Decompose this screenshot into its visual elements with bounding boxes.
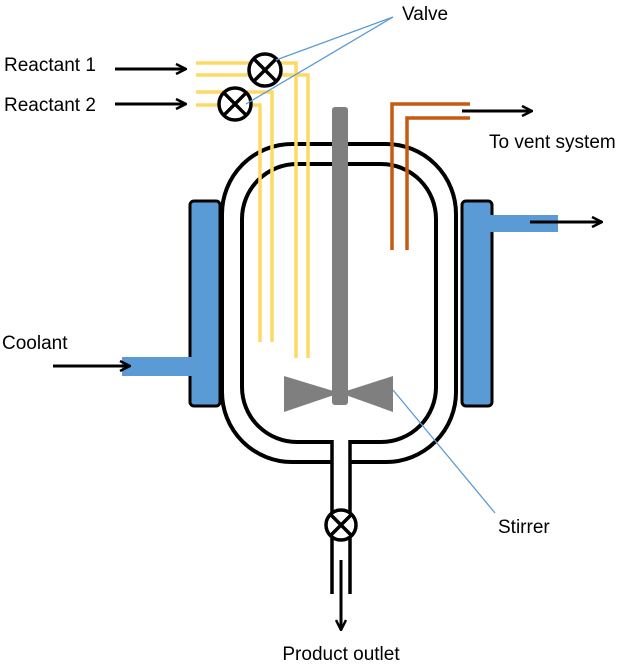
coolant-outlet-pipe (490, 215, 558, 232)
reactant-1-label: Reactant 1 (4, 55, 96, 76)
vent-pipe (390, 102, 470, 250)
reactant-2-valve-icon (217, 86, 253, 122)
vent-label: To vent system (489, 132, 616, 153)
outlet-pipe (330, 438, 352, 594)
reactant-2-label: Reactant 2 (4, 95, 96, 116)
stirrer-blade-left (284, 376, 340, 412)
coolant-inlet-pipe (122, 357, 192, 376)
outlet-valve-icon (324, 508, 358, 542)
stirrer-blade-right (340, 376, 393, 412)
stirrer-shaft (332, 107, 348, 405)
stirrer-label: Stirrer (498, 517, 550, 538)
reactant-1-valve-icon (247, 52, 283, 88)
leader-lines (245, 16, 496, 514)
cooling-jacket-right (460, 199, 494, 408)
product-outlet-label: Product outlet (282, 644, 400, 664)
stirrer (284, 107, 393, 412)
cooling-jacket (122, 199, 558, 408)
valve-label: Valve (402, 4, 448, 25)
cooling-jacket-left (188, 199, 222, 408)
coolant-label: Coolant (2, 333, 68, 354)
